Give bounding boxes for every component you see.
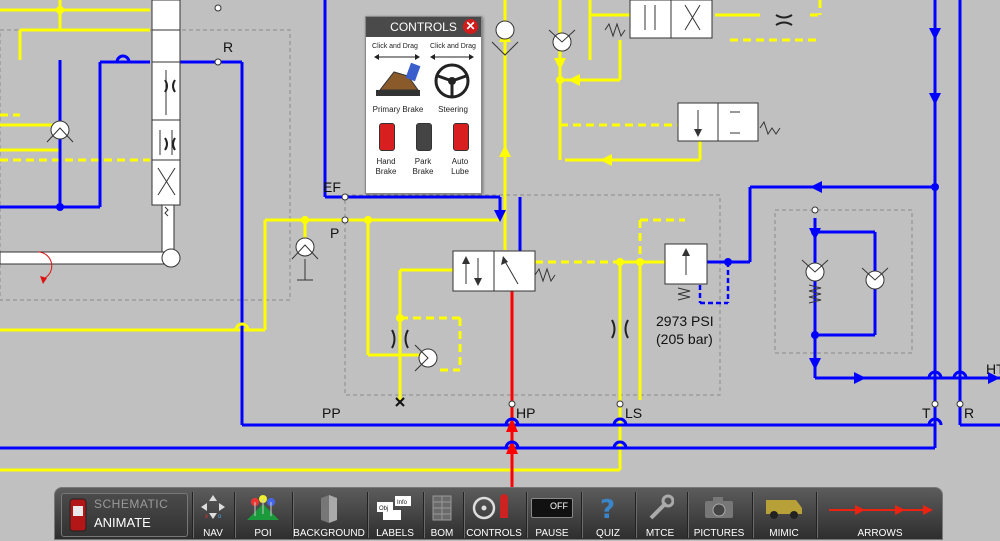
label-r-right: R [964,405,974,421]
orifice-symbols [164,14,793,349]
mimic-label: MIMIC [769,528,799,539]
pilot-lines [0,0,760,472]
label-ls: LS [625,405,642,421]
svg-text:Obj: Obj [379,506,388,512]
relief-pressure-bar: (205 bar) [656,331,713,347]
solenoid-valve [677,102,759,142]
line-crossovers [115,54,968,449]
spring-symbols [534,22,822,304]
bom-button[interactable]: BOM [425,488,459,541]
background-panels-icon [321,495,337,523]
question-mark-icon: ? [600,495,615,522]
label-hp: HP [516,405,535,421]
label-ht: HT [986,361,1000,377]
wrench-icon [649,494,674,520]
pause-switch-state: OFF [550,501,568,511]
steering-label: Steering [438,105,468,114]
hand-brake-label-1: Hand [376,157,396,166]
poi-label: POI [254,528,272,539]
mtce-button[interactable]: MTCE [637,488,683,541]
svg-text:?: ? [600,495,615,522]
mtce-label: MTCE [645,528,675,539]
pictures-label: PICTURES [693,528,745,539]
pilot-dashed-lines [0,0,822,372]
upper-right-valve [629,0,713,39]
rotation-indicator [37,251,53,284]
arrows-label: ARROWS [857,528,903,539]
pilot-arrows [499,30,612,166]
controls-button[interactable]: CONTROLS [465,488,523,541]
pause-label: PAUSE [535,528,569,539]
label-t: T [922,405,931,421]
return-lines [0,0,1000,450]
label-ef: EF [323,179,341,195]
relief-pressure-psi: 2973 PSI [656,313,714,329]
auto-lube-label-2: Lube [451,167,469,176]
poi-button[interactable]: POI [237,488,289,541]
close-icon[interactable]: ✕ [463,19,478,34]
junction-dots [56,6,939,339]
drag-arrows-icon [374,54,474,60]
park-brake-switch[interactable] [416,123,432,151]
machine-toggle-icon [69,498,87,532]
steering-wheel-icon[interactable] [432,62,472,100]
background-button[interactable]: BACKGROUND [293,488,365,541]
poi-pins-icon [247,495,279,520]
flow-arrows-icon [829,505,933,515]
svg-text:x: x [205,514,208,520]
svg-text:o: o [218,514,222,520]
nav-label: NAV [203,528,223,539]
svg-text:Info: Info [397,500,408,506]
hand-brake-label-2: Brake [375,167,397,176]
bom-grid-icon [432,495,452,521]
pause-switch: OFF [531,498,573,518]
labels-tags-icon: Obj Info [377,496,411,520]
controls-panel-header[interactable]: CONTROLS ✕ [366,17,481,37]
primary-brake-pedal-icon[interactable] [374,62,424,100]
controls-steering-icon [472,494,508,520]
cap-marker [395,397,405,407]
click-drag-hint-steering: Click and Drag [430,43,476,50]
component-outlines [0,29,913,396]
schematic-mode-label: SCHEMATIC [94,497,169,511]
mimic-button[interactable]: MIMIC [755,488,813,541]
port-markers [214,4,964,408]
haul-truck-icon [766,500,802,519]
hand-brake-switch[interactable] [379,123,395,151]
schematic-animate-toggle[interactable]: SCHEMATIC ANIMATE [61,493,188,537]
controls-label: CONTROLS [466,528,522,539]
check-valve-symbols [46,20,889,372]
background-label: BACKGROUND [293,528,365,539]
label-pp: PP [322,405,341,421]
left-valve-stack [0,0,181,268]
pressure-relief-valve [664,243,708,285]
pause-button[interactable]: OFF PAUSE [527,488,577,541]
quiz-label: QUIZ [596,528,620,539]
labels-button[interactable]: Obj Info LABELS [369,488,421,541]
labels-label: LABELS [376,528,414,539]
click-drag-hint-brake: Click and Drag [372,43,418,50]
controls-panel: CONTROLS ✕ Click and Drag Click and Drag… [365,16,482,194]
main-directional-valve [452,250,536,292]
animate-mode-label: ANIMATE [94,515,151,530]
quiz-button[interactable]: ? QUIZ [585,488,631,541]
label-r-top: R [223,39,233,55]
controls-panel-title: CONTROLS [390,20,457,34]
park-brake-label-1: Park [414,157,432,166]
camera-icon [705,497,733,518]
pictures-button[interactable]: PICTURES [689,488,749,541]
auto-lube-switch[interactable] [453,123,469,151]
label-p: P [330,225,339,241]
arrows-button[interactable]: ARROWS [819,488,941,541]
auto-lube-label-1: Auto [451,157,469,166]
primary-brake-label: Primary Brake [372,105,424,114]
port-labels: R EF P PP HP LS T R HT 2973 PSI (205 bar… [223,39,1000,421]
return-dashed-lines [698,262,730,305]
bom-label: BOM [430,528,454,539]
park-brake-label-2: Brake [412,167,434,176]
